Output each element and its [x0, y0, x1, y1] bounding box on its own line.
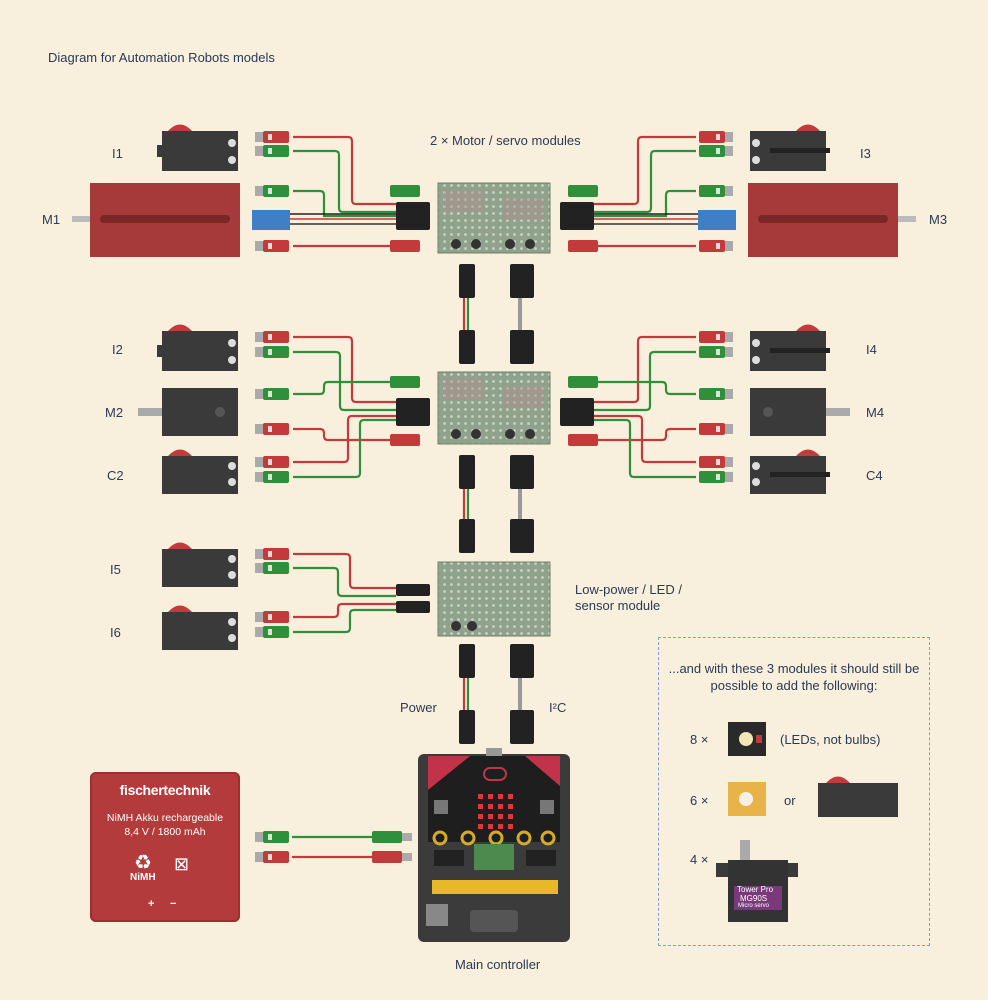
terminal-m3: [698, 210, 736, 230]
motor-m4: [750, 388, 850, 436]
label-c4: C4: [866, 468, 883, 483]
addons-box: ...and with these 3 modules it should st…: [658, 637, 930, 946]
switch-addon-icon: [818, 776, 898, 817]
label-c2: C2: [107, 468, 124, 483]
label-m4: M4: [866, 405, 885, 420]
trash-bin-icon: ⊠: [174, 854, 190, 874]
motor-m2: [138, 388, 238, 436]
servo-icon: [716, 840, 798, 922]
main-controller-label: Main controller: [455, 957, 541, 972]
label-i4: I4: [866, 342, 877, 357]
header-connectors: [396, 202, 594, 744]
yellow-module-icon: [728, 782, 766, 816]
label-i5: I5: [110, 562, 121, 577]
switch-c4: [750, 449, 830, 494]
label-i6: I6: [110, 625, 121, 640]
terminal-m1: [252, 210, 290, 230]
battery-brand: fischertechnik: [119, 782, 211, 798]
switch-i4: [750, 324, 830, 371]
switch-i3: [750, 124, 830, 171]
battery-minus: −: [170, 898, 177, 910]
lowpower-label-line2: sensor module: [575, 598, 661, 613]
battery-plus: +: [148, 898, 155, 910]
servo-brand: Tower Pro: [737, 885, 774, 894]
switch-count: 6 ×: [690, 793, 709, 808]
plugs-right: [699, 131, 733, 483]
label-i2: I2: [112, 342, 123, 357]
addons-note: ...and with these 3 modules it should st…: [668, 661, 920, 693]
recycle-icon: ♻: [134, 852, 152, 874]
battery-chemistry: NiMH: [130, 872, 156, 883]
servo-count: 4 ×: [690, 852, 709, 867]
module-plugs: [372, 185, 598, 863]
switch-i5: [162, 542, 238, 587]
motor-m3: [748, 183, 916, 257]
page-title: Diagram for Automation Robots models: [48, 50, 275, 65]
motor-m1: [72, 183, 240, 257]
power-label: Power: [400, 700, 437, 715]
switch-i6: [162, 605, 238, 650]
label-m1: M1: [42, 212, 61, 227]
switch-i1: [157, 124, 238, 171]
led-note: (LEDs, not bulbs): [780, 732, 881, 747]
plugs-left: [255, 131, 289, 863]
or-label: or: [784, 793, 796, 808]
label-i3: I3: [860, 146, 871, 161]
label-m2: M2: [105, 405, 124, 420]
led-count: 8 ×: [690, 732, 709, 747]
label-m3: M3: [929, 212, 948, 227]
servo-type: Micro servo: [738, 903, 770, 909]
wire-layer: [290, 135, 700, 859]
servo-model: MG90S: [740, 894, 768, 903]
label-i1: I1: [112, 146, 123, 161]
switch-i2: [157, 324, 238, 371]
i2c-label: I²C: [549, 700, 567, 715]
main-controller: [418, 748, 570, 942]
lowpower-label-line1: Low-power / LED /: [575, 582, 682, 597]
battery-pack: fischertechnik NiMH Akku rechargeable 8,…: [90, 772, 240, 922]
battery-desc: NiMH Akku rechargeable: [106, 812, 224, 824]
battery-spec: 8,4 V / 1800 mAh: [124, 826, 206, 838]
switch-c2: [162, 449, 238, 494]
servo-modules-label: 2 × Motor / servo modules: [430, 133, 581, 148]
led-module-icon: [728, 722, 766, 756]
